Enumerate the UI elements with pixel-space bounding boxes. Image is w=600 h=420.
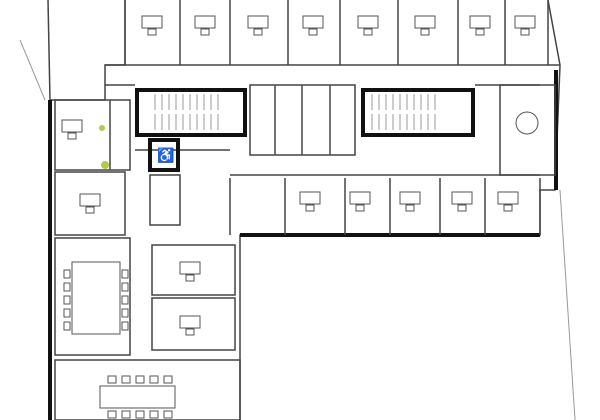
meeting-room-right — [499, 84, 556, 176]
chair-icon — [121, 410, 131, 419]
desk-icon — [299, 191, 321, 205]
desk-icon — [61, 119, 83, 133]
restrooms: ♿ — [148, 84, 356, 172]
desk-icon — [497, 191, 519, 205]
desk-icon — [194, 15, 216, 29]
desk-icon — [514, 15, 536, 29]
chair-icon — [85, 206, 95, 214]
chair-icon — [149, 410, 159, 419]
stair-right — [361, 88, 475, 137]
chair-icon — [63, 321, 71, 331]
chair-icon — [121, 308, 129, 318]
chair-icon — [121, 295, 129, 305]
exterior-walls — [19, 0, 576, 420]
chair-icon — [63, 282, 71, 292]
chair-icon — [305, 204, 315, 212]
desk-icon — [79, 193, 101, 207]
chair-icon — [63, 269, 71, 279]
chair-icon — [405, 204, 415, 212]
plant-icon — [99, 125, 105, 131]
chair-icon — [520, 28, 530, 36]
desk-icon — [141, 15, 163, 29]
desk-icon — [349, 191, 371, 205]
chair-icon — [420, 28, 430, 36]
chair-icon — [67, 132, 77, 140]
chair-icon — [121, 375, 131, 384]
chair-icon — [308, 28, 318, 36]
conference-table-icon — [71, 261, 121, 335]
chair-icon — [457, 204, 467, 212]
chair-icon — [355, 204, 365, 212]
desk-icon — [469, 15, 491, 29]
chair-icon — [63, 295, 71, 305]
second-row-offices — [229, 178, 541, 235]
chair-icon — [107, 410, 117, 419]
desks — [61, 15, 536, 419]
chair-icon — [135, 375, 145, 384]
chair-icon — [200, 28, 210, 36]
desk-icon — [357, 15, 379, 29]
chair-icon — [163, 375, 173, 384]
chair-icon — [363, 28, 373, 36]
chair-icon — [63, 308, 71, 318]
desk-icon — [179, 315, 201, 329]
chair-icon — [163, 410, 173, 419]
chair-icon — [149, 375, 159, 384]
chair-icon — [121, 269, 129, 279]
chair-icon — [121, 321, 129, 331]
chair-icon — [503, 204, 513, 212]
top-offices — [124, 0, 549, 65]
desk-icon — [399, 191, 421, 205]
left-wing-rooms — [54, 99, 241, 420]
stair-left — [135, 88, 247, 137]
chair-icon — [185, 274, 195, 282]
chair-icon — [147, 28, 157, 36]
desk-icon — [247, 15, 269, 29]
desk-icon — [179, 261, 201, 275]
chair-icon — [185, 328, 195, 336]
chair-icon — [121, 282, 129, 292]
plant-icon — [101, 161, 109, 169]
chair-icon — [253, 28, 263, 36]
desk-icon — [302, 15, 324, 29]
chair-icon — [135, 410, 145, 419]
desk-icon — [414, 15, 436, 29]
chair-icon — [475, 28, 485, 36]
conference-table-icon — [99, 385, 176, 409]
round-table-icon — [515, 111, 539, 135]
wheelchair-icon: ♿ — [157, 147, 174, 164]
desk-icon — [451, 191, 473, 205]
chair-icon — [107, 375, 117, 384]
